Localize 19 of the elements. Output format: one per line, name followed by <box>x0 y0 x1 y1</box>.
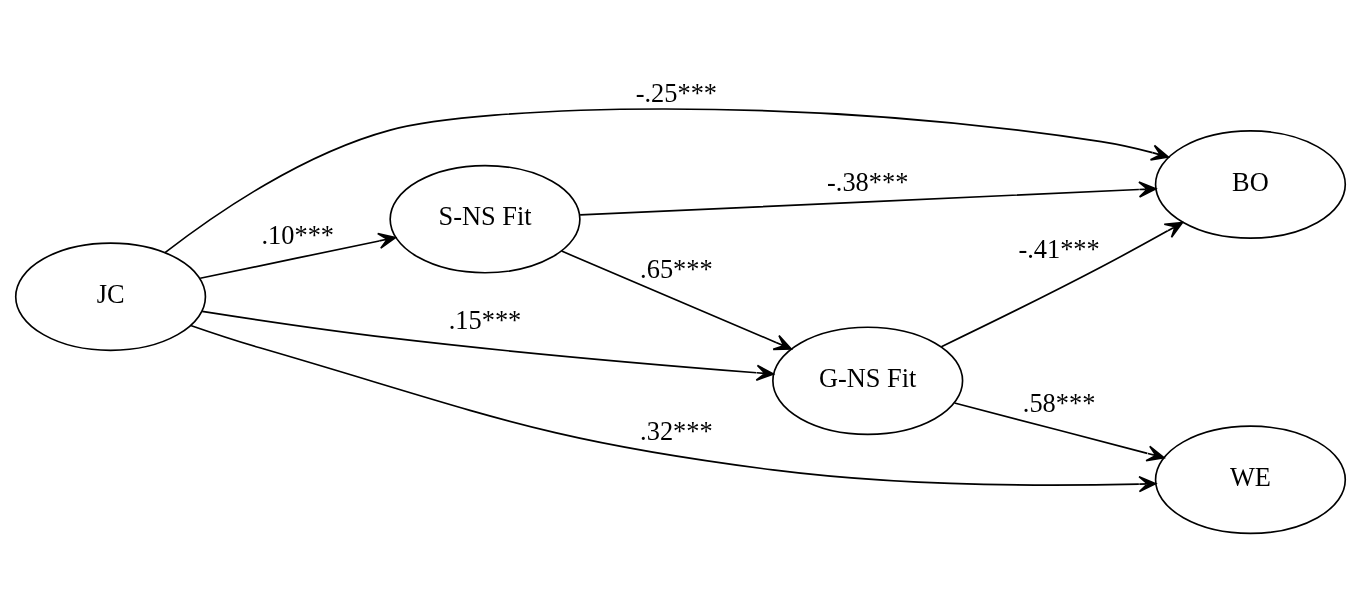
edge-label: .32*** <box>640 415 713 446</box>
arrow <box>199 232 397 280</box>
arrow <box>560 250 793 351</box>
arrow <box>953 402 1165 462</box>
edge-label: .58*** <box>1022 387 1096 418</box>
edge-label: -.25*** <box>635 77 718 108</box>
arrow <box>940 221 1184 348</box>
arrow <box>189 324 1157 493</box>
arrow <box>579 181 1157 216</box>
node-ellipse: JC <box>14 242 207 352</box>
node-ellipse: S-NS Fit <box>389 164 581 274</box>
edge-label: -.38*** <box>827 166 909 197</box>
edge-label: .10*** <box>261 219 335 250</box>
edge-label: .65*** <box>640 254 713 285</box>
node-ellipse: WE <box>1154 425 1347 535</box>
edge-label: .15*** <box>448 305 522 336</box>
arrow <box>201 310 775 381</box>
arrow <box>164 108 1170 254</box>
edge-label: -.41*** <box>1018 234 1100 265</box>
